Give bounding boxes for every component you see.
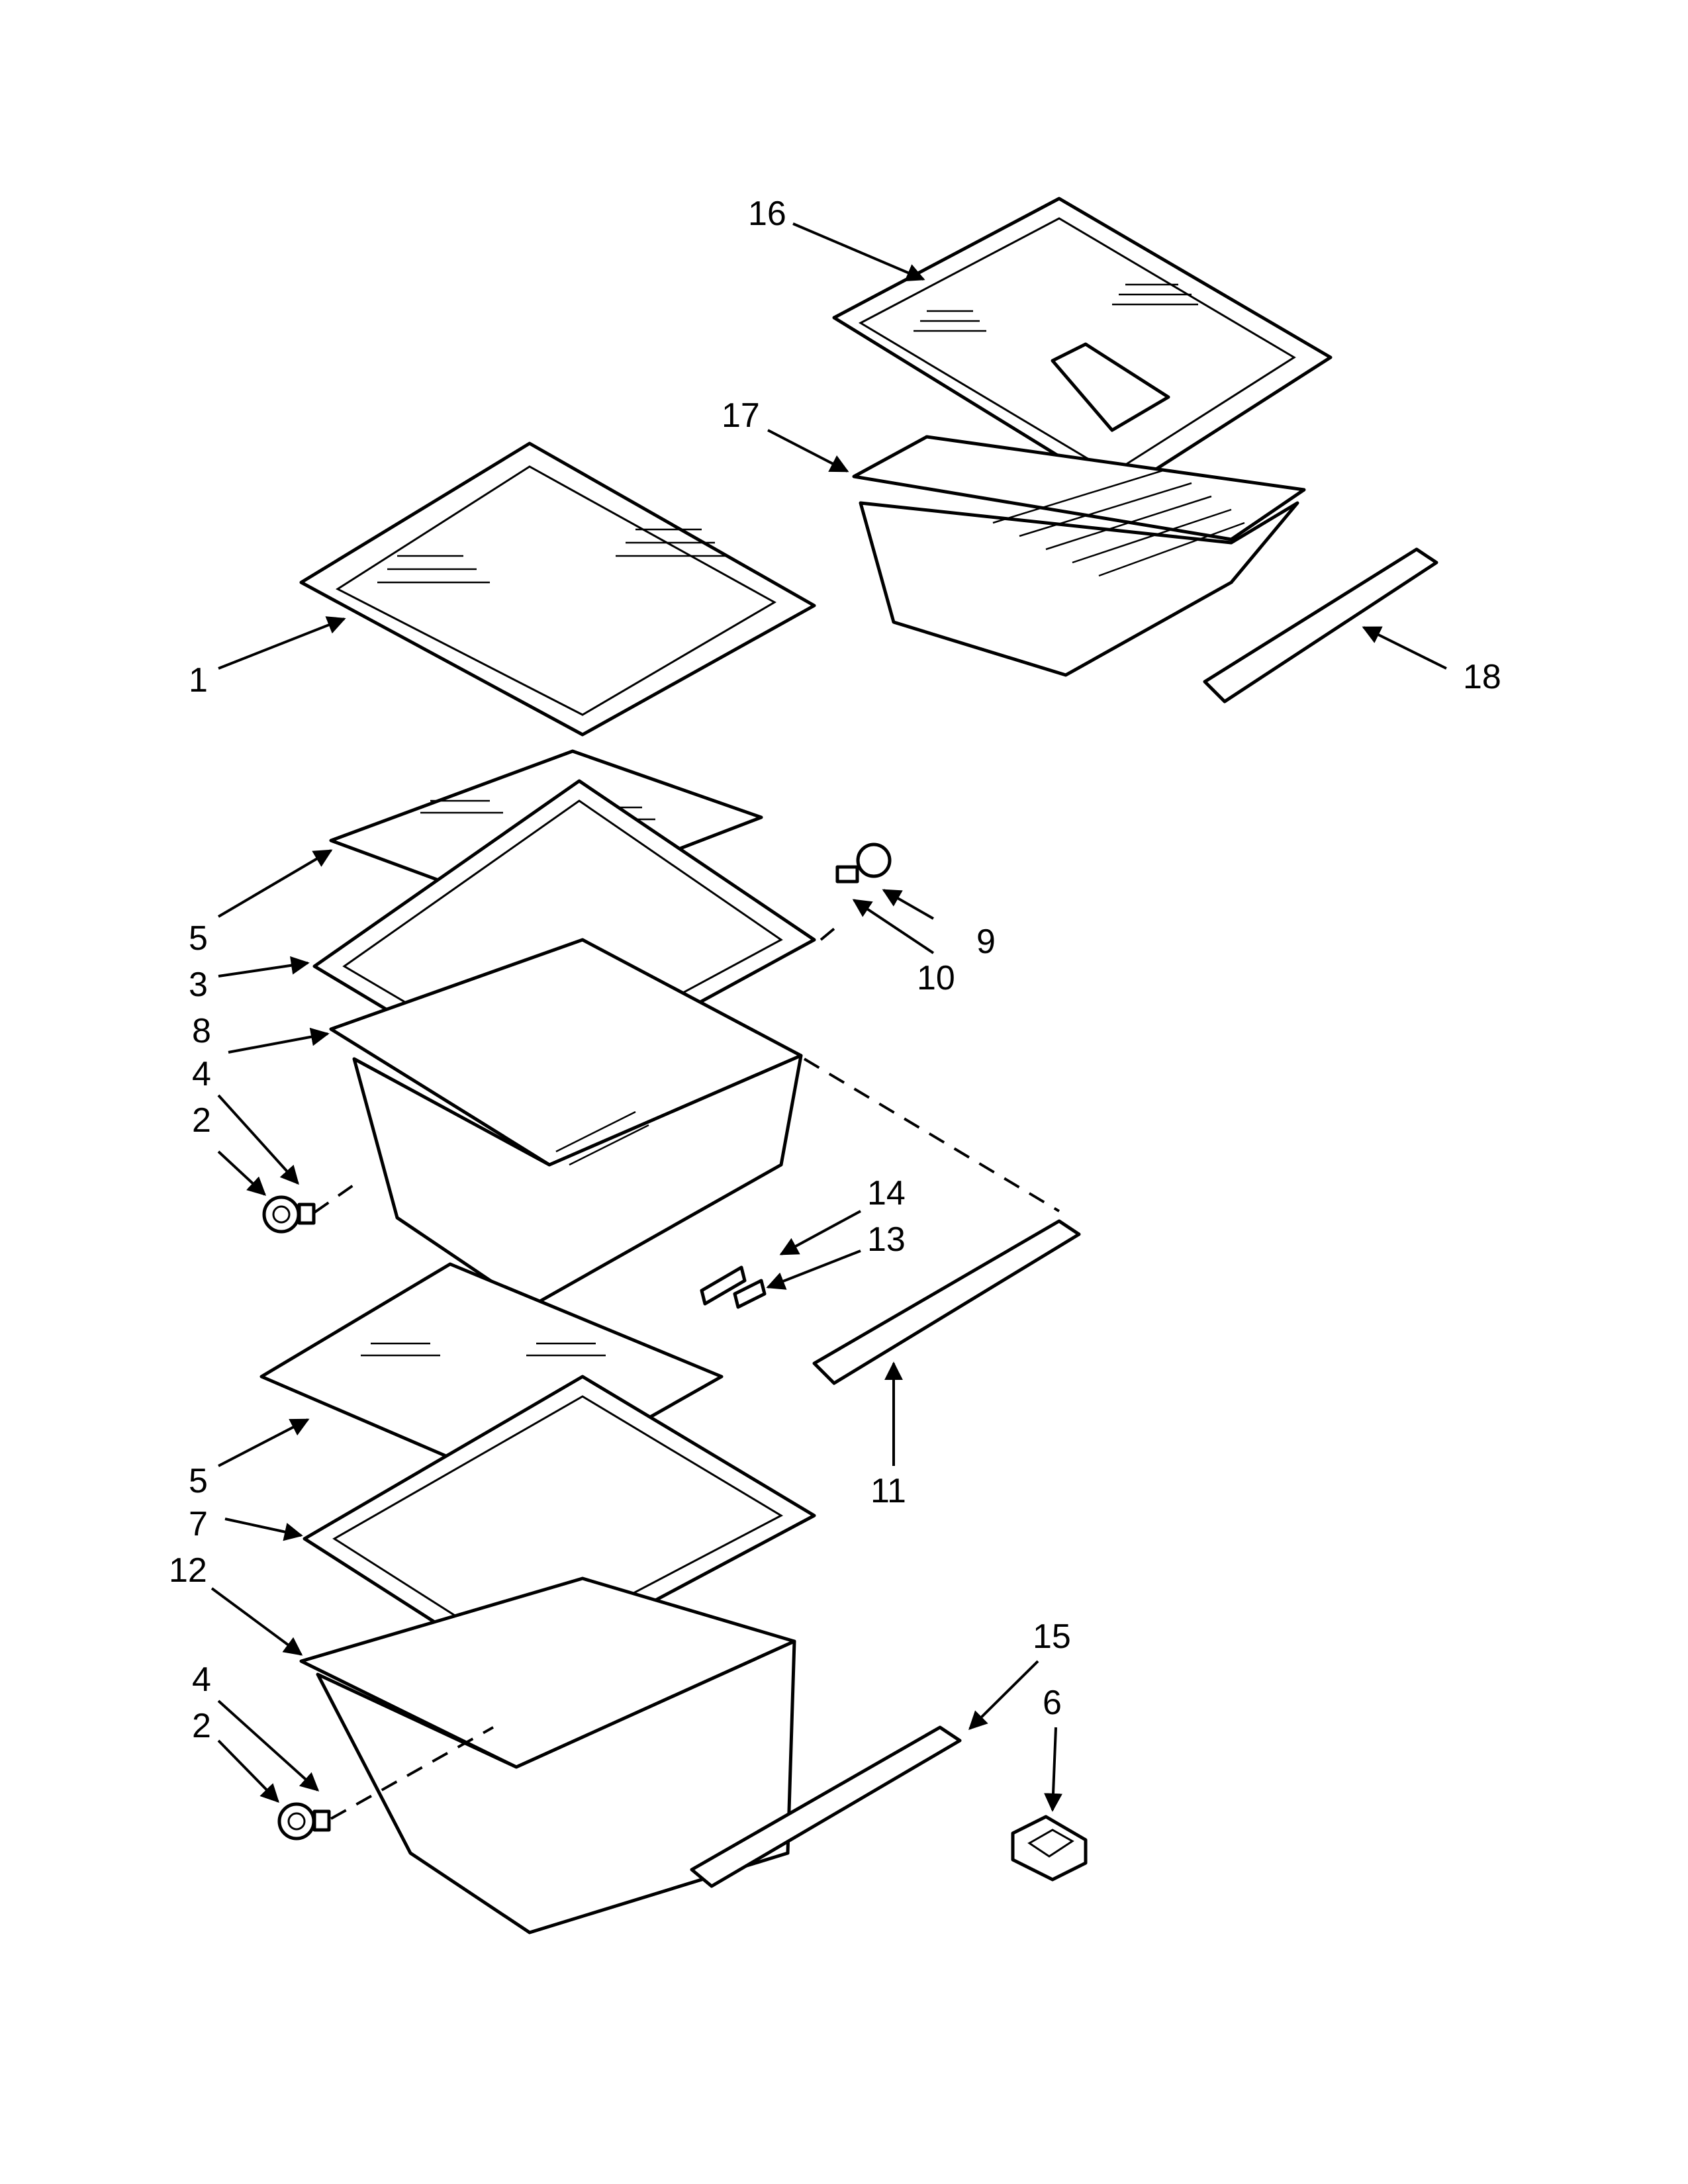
part-9-10-roller-right	[835, 842, 892, 884]
assembly-line-upper-right	[820, 922, 842, 941]
callout-5-upper: 5	[189, 919, 208, 958]
callout-2-upper: 2	[192, 1101, 211, 1140]
callout-12: 12	[169, 1551, 207, 1590]
part-15-rail	[690, 1725, 962, 1888]
callout-13: 13	[867, 1220, 906, 1259]
part-13-14-clip	[700, 1265, 767, 1309]
part-1-shelf	[299, 441, 816, 737]
leader-lines	[211, 222, 1447, 1812]
callout-3: 3	[189, 966, 208, 1004]
callout-1: 1	[189, 661, 208, 700]
callout-18: 18	[1463, 658, 1501, 696]
callout-8: 8	[192, 1012, 211, 1050]
callout-2-lower: 2	[192, 1707, 211, 1745]
callout-5-lower: 5	[189, 1462, 208, 1500]
callout-4-upper: 4	[192, 1055, 211, 1093]
part-16-shelf-frame	[832, 197, 1333, 495]
callout-11: 11	[870, 1472, 906, 1510]
callout-10: 10	[917, 959, 955, 997]
part-12-pan	[299, 1576, 796, 1934]
assembly-line-roller-upper	[313, 1183, 355, 1214]
callout-16: 16	[748, 195, 786, 233]
callout-14: 14	[867, 1174, 906, 1212]
part-17-crisper-drawer	[852, 435, 1306, 677]
callout-9: 9	[976, 923, 996, 961]
callout-4-lower: 4	[192, 1661, 211, 1699]
part-18-rail	[1203, 547, 1438, 704]
part-2-4-roller-upper	[262, 1195, 316, 1234]
assembly-line-roller-lower	[330, 1726, 494, 1820]
callout-17: 17	[722, 396, 760, 435]
part-11-rail	[812, 1219, 1081, 1385]
part-2-4-roller-lower	[277, 1802, 331, 1841]
part-6-clip	[1011, 1815, 1088, 1882]
part-8-pan	[329, 938, 803, 1309]
callout-15: 15	[1033, 1617, 1071, 1656]
callout-7: 7	[189, 1505, 208, 1543]
callout-6: 6	[1043, 1684, 1062, 1722]
assembly-line-rail-11	[803, 1058, 1060, 1212]
